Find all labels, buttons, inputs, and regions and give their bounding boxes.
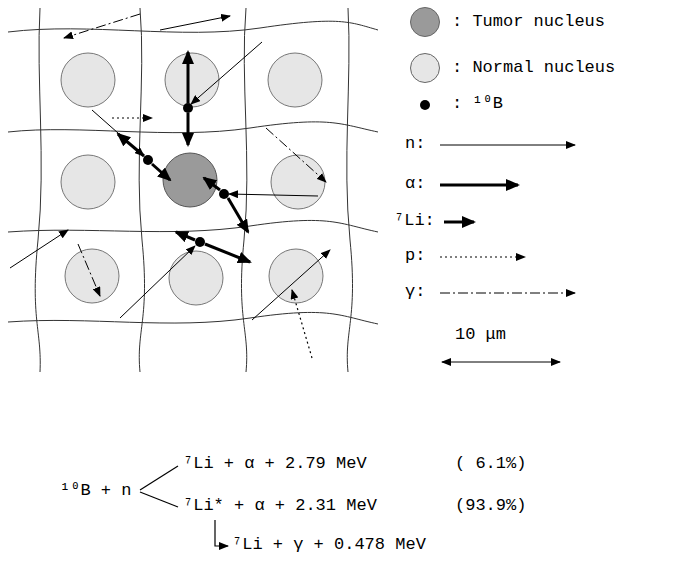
legend-swatch (410, 53, 440, 83)
reaction-text: ¹⁰B + n (60, 482, 131, 501)
normal-nucleus (61, 53, 325, 305)
proton-track (112, 118, 312, 358)
reaction-text: ⁷Li + α + 2.79 MeV (183, 455, 367, 474)
legend-text: γ: (405, 283, 425, 302)
legend-swatch (410, 7, 440, 37)
neutron-sample (440, 145, 575, 146)
neutron-track (10, 16, 330, 320)
legend-text: p: (405, 247, 425, 266)
reaction-text: ( 6.1%) (455, 455, 526, 474)
gamma-track (64, 14, 326, 296)
boron-sample (420, 100, 430, 110)
cell-wall (8, 8, 378, 372)
legend-text: α: (405, 175, 425, 194)
legend-text: ⁷Li: (394, 212, 435, 231)
lithium-sample (444, 221, 474, 224)
gamma-sample (440, 293, 575, 294)
reaction-text: ⁷Li* + α + 2.31 MeV (183, 497, 377, 516)
particle-track (118, 52, 250, 262)
legend-text: : ¹⁰B (452, 95, 503, 114)
scale-label: 10 μm (455, 326, 506, 345)
scale-bar (442, 362, 560, 363)
reaction-text: ⁷Li + γ + 0.478 MeV (232, 536, 426, 555)
alpha-sample (440, 184, 518, 187)
proton-sample (440, 256, 525, 257)
boron-atom (143, 103, 229, 247)
legend-text: : Tumor nucleus (452, 13, 605, 32)
legend-text: n: (405, 135, 425, 154)
reaction-text: (93.9%) (455, 497, 526, 516)
legend-text: : Normal nucleus (452, 59, 615, 78)
